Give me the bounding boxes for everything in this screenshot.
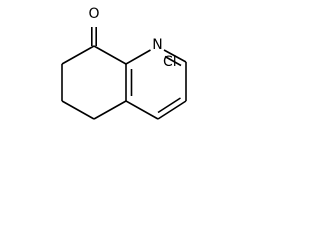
chemical-structure-diagram: O N Cl — [61, 6, 187, 120]
bond-c8a-n1 — [125, 49, 151, 65]
nitrogen-atom-label: N — [152, 37, 162, 53]
bond-c8-c8a — [93, 45, 127, 65]
bond-c3-c4-double — [157, 97, 187, 120]
bond-n1-c2-double — [163, 49, 187, 67]
bond-c6-c5 — [61, 100, 95, 120]
chlorine-atom-label: Cl — [163, 54, 177, 70]
bond-c5-c4a — [93, 100, 127, 120]
bond-c4-c4a — [125, 100, 159, 120]
carbonyl-double-bond — [91, 27, 97, 46]
fused-ring-double-bond — [125, 64, 133, 101]
bond-c8-c7 — [61, 45, 95, 65]
oxygen-atom-label: O — [88, 6, 99, 22]
